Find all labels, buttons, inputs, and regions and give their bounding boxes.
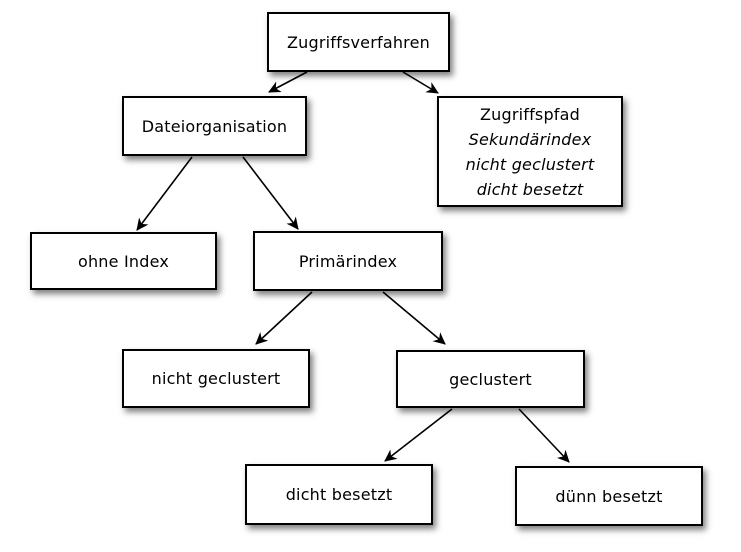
node-ohne-index: ohne Index [30, 232, 217, 290]
node-subline: nicht geclustert [465, 154, 595, 174]
node-zugriffsverfahren: Zugriffsverfahren [267, 12, 450, 72]
edge-primaerindex-to-geclustert [382, 291, 446, 345]
edge-zugriffsverfahren-to-dateiorganisation [268, 71, 308, 93]
edge-zugriffsverfahren-to-zugriffspfad [402, 71, 439, 94]
node-label: geclustert [449, 369, 532, 389]
edge-geclustert-to-duenn-besetzt [518, 408, 570, 463]
node-label: nicht geclustert [151, 369, 281, 388]
node-primaerindex: Primärindex [253, 231, 443, 291]
node-zugriffspfad: Zugriffspfad Sekundärindex nicht geclust… [437, 96, 623, 207]
edge-primaerindex-to-nicht-geclustert [255, 291, 313, 345]
node-dateiorganisation: Dateiorganisation [122, 96, 307, 156]
node-subline: dicht besetzt [476, 179, 584, 199]
node-label: dicht besetzt [285, 485, 393, 504]
node-label: Primärindex [298, 251, 398, 271]
node-label: dünn besetzt [555, 486, 663, 506]
node-geclustert: geclustert [396, 350, 585, 408]
node-dicht-besetzt: dicht besetzt [245, 464, 433, 525]
node-nicht-geclustert: nicht geclustert [122, 349, 310, 408]
node-label: Zugriffsverfahren [287, 32, 430, 52]
edge-dateiorganisation-to-primaerindex [242, 156, 299, 230]
node-label: Dateiorganisation [141, 116, 288, 136]
edge-geclustert-to-dicht-besetzt [384, 408, 453, 462]
node-label: ohne Index [77, 251, 170, 271]
edge-dateiorganisation-to-ohne-index [136, 156, 193, 231]
node-subline: Sekundärindex [468, 129, 592, 149]
node-duenn-besetzt: dünn besetzt [515, 466, 703, 526]
node-label: Zugriffspfad [479, 104, 581, 124]
